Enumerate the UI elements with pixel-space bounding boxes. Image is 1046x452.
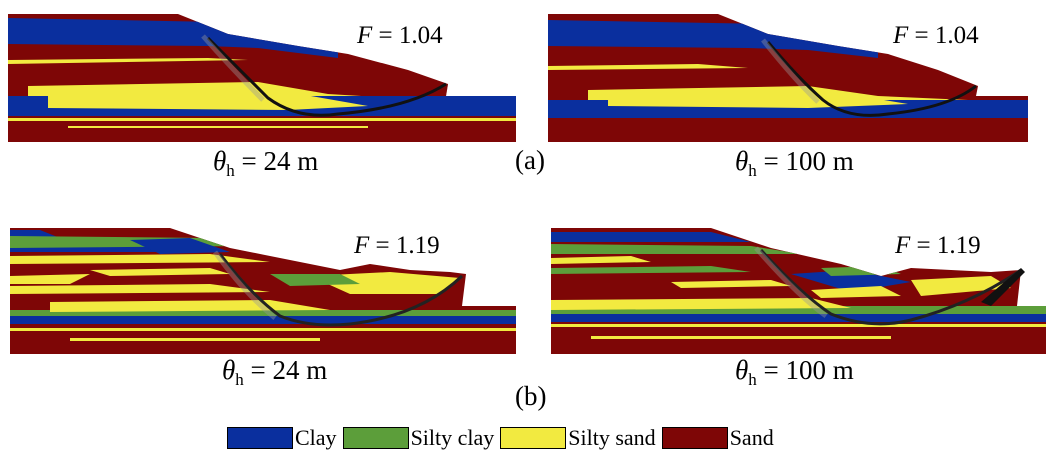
panel-a-left (8, 8, 516, 142)
legend-label-silty-sand: Silty sand (568, 425, 656, 450)
factor-of-safety-b-right: F = 1.19 (895, 232, 981, 259)
slope-model-b-right (551, 228, 1046, 354)
legend: Clay Silty clay Silty sand Sand (227, 424, 780, 452)
row-tag-a: (a) (515, 145, 545, 175)
legend-label-sand: Sand (729, 425, 774, 450)
row-tag-b: (b) (515, 381, 547, 411)
slope-model-a-right (548, 14, 1028, 142)
legend-swatch-clay (227, 427, 293, 449)
legend-label-silty-clay: Silty clay (410, 425, 495, 450)
panel-b-left (10, 224, 516, 354)
factor-of-safety-a-left: F = 1.04 (357, 22, 443, 49)
legend-item-clay: Clay (227, 425, 337, 451)
legend-swatch-silty-clay (342, 427, 409, 449)
legend-item-silty-clay: Silty clay (342, 425, 495, 451)
panel-b-right (551, 224, 1046, 354)
correlation-length-a-right: θh = 100 m (735, 146, 854, 180)
panel-a-right (548, 8, 1028, 142)
factor-of-safety-a-right: F = 1.04 (893, 22, 979, 49)
correlation-length-b-left: θh = 24 m (222, 355, 328, 389)
slope-model-a-left (8, 14, 516, 142)
correlation-length-a-left: θh = 24 m (213, 146, 319, 180)
legend-item-sand: Sand (661, 425, 774, 451)
factor-of-safety-b-left: F = 1.19 (354, 232, 440, 259)
legend-swatch-silty-sand (500, 427, 567, 449)
legend-item-silty-sand: Silty sand (500, 425, 656, 451)
slope-model-b-left (10, 228, 516, 354)
correlation-length-b-right: θh = 100 m (735, 355, 854, 389)
legend-label-clay: Clay (295, 425, 337, 450)
legend-swatch-sand (661, 427, 728, 449)
